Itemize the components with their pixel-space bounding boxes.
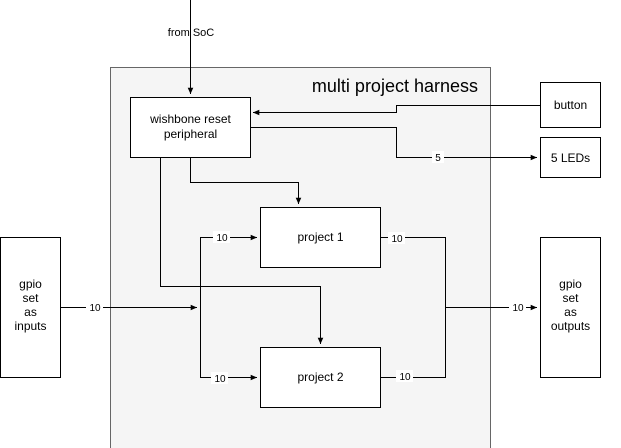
project1-block: project 1 bbox=[260, 207, 381, 268]
gpio-out-line-2: set bbox=[562, 291, 579, 305]
gpio-in-bus-width: 10 bbox=[89, 303, 101, 314]
gpio-in-line-2: set bbox=[22, 291, 39, 305]
button-wire bbox=[253, 105, 540, 116]
split-to-project2-wire bbox=[200, 307, 257, 381]
leds-label: 5 LEDs bbox=[551, 151, 590, 165]
gpio-in-line-3: as bbox=[24, 305, 37, 319]
gpio-inputs-block: gpio set as inputs bbox=[0, 237, 61, 378]
gpio-outputs-block: gpio set as outputs bbox=[540, 237, 601, 378]
wishbone-to-project2-wire bbox=[160, 157, 324, 344]
button-block: button bbox=[540, 82, 601, 128]
leds-wire bbox=[250, 127, 537, 161]
split-to-project1-wire bbox=[200, 234, 257, 308]
project1-in-width: 10 bbox=[216, 233, 228, 244]
wishbone-label-line2: peripheral bbox=[164, 127, 217, 141]
project2-label: project 2 bbox=[297, 370, 343, 384]
gpio-out-line-3: as bbox=[564, 305, 577, 319]
gpio-out-line-1: gpio bbox=[559, 277, 582, 291]
project1-label: project 1 bbox=[297, 230, 343, 244]
source-label: from SoC bbox=[168, 27, 215, 39]
gpio-out-bus-width: 10 bbox=[512, 303, 524, 314]
project1-out-width: 10 bbox=[391, 234, 403, 245]
wishbone-reset-peripheral: wishbone reset peripheral bbox=[130, 97, 251, 158]
harness-title: multi project harness bbox=[312, 76, 478, 96]
wishbone-to-project1-wire bbox=[190, 157, 302, 204]
project2-block: project 2 bbox=[260, 347, 381, 408]
project2-in-width: 10 bbox=[214, 374, 226, 385]
leds-block: 5 LEDs bbox=[540, 137, 601, 178]
gpio-in-line-1: gpio bbox=[19, 277, 42, 291]
gpio-out-line-4: outputs bbox=[551, 319, 590, 333]
wishbone-label-line1: wishbone reset bbox=[149, 112, 231, 126]
leds-bus-width: 5 bbox=[435, 153, 441, 164]
project2-out-width: 10 bbox=[399, 372, 411, 383]
button-label: button bbox=[554, 98, 587, 112]
gpio-in-line-4: inputs bbox=[14, 319, 46, 333]
